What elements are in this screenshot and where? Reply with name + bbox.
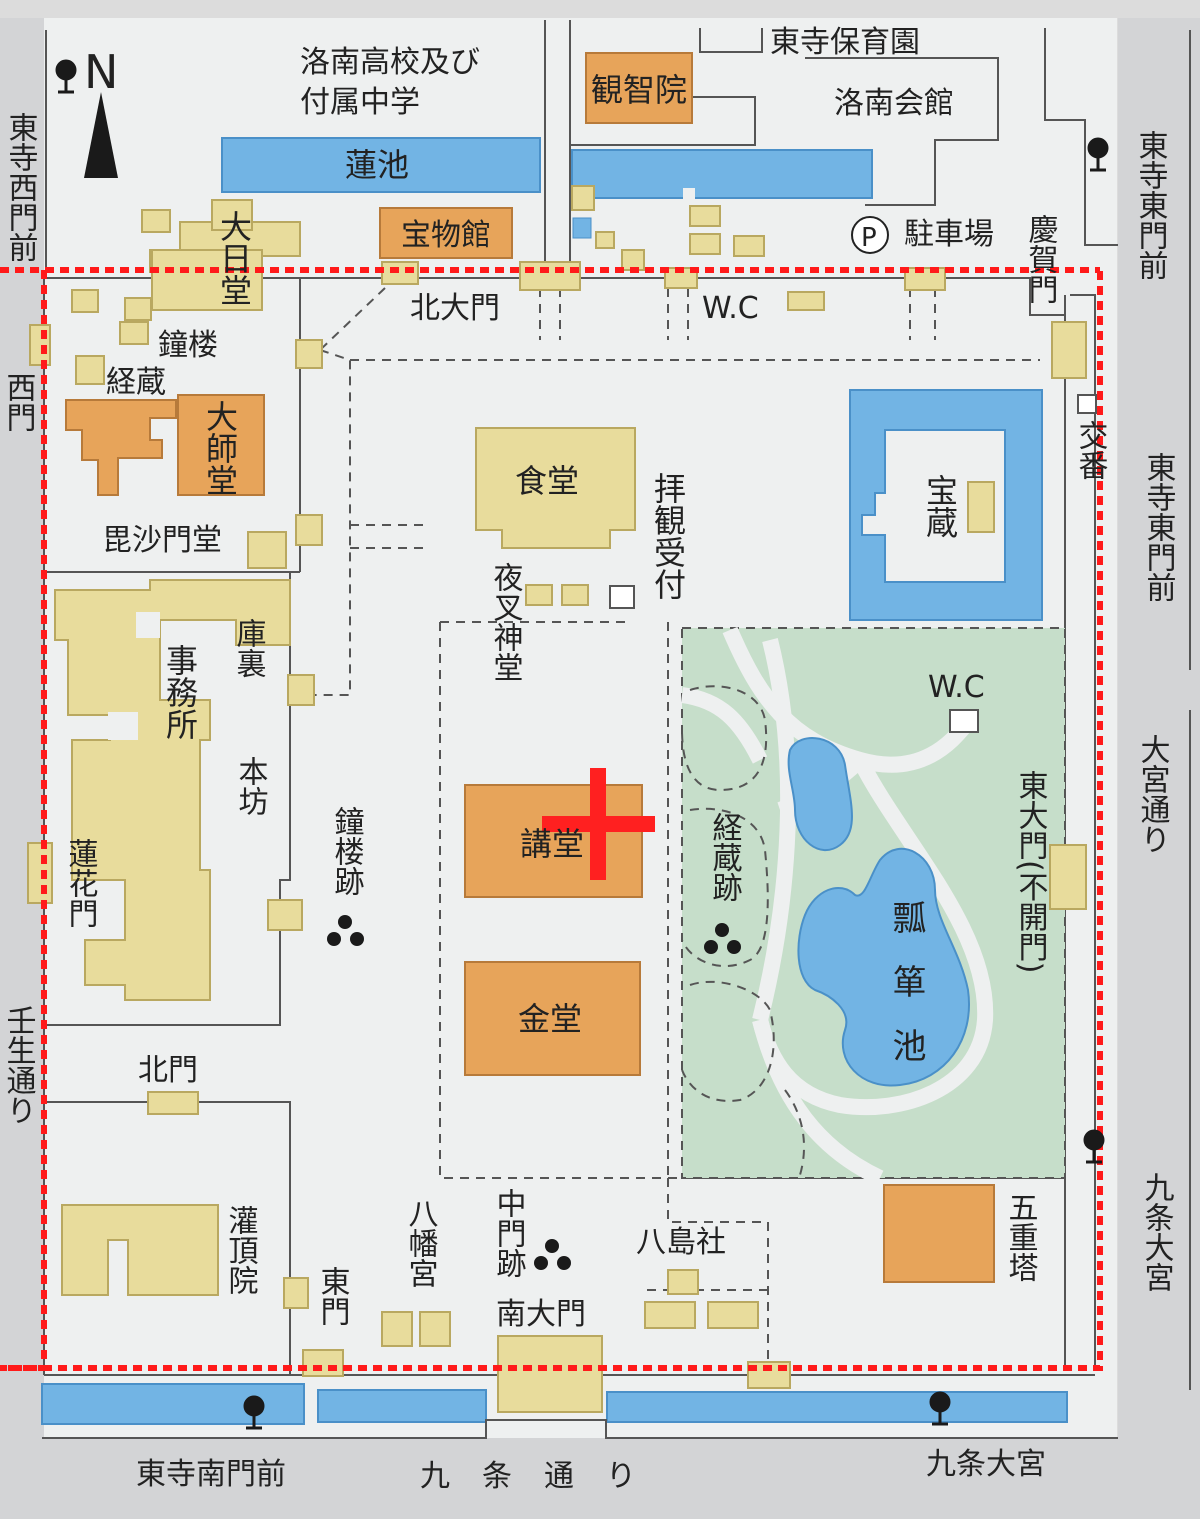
bus-stop-icon [55,59,77,94]
wc-garden-box [949,709,979,733]
treasure-hall-building [379,207,513,259]
houzo-inner-ground [861,429,1006,583]
south-outer-wall [42,1419,1118,1439]
south-moat [41,1383,1068,1425]
lotus-pond-label: 蓮池 [345,146,409,184]
bus-south-label: 東寺南門前 [136,1457,286,1492]
yashajindo-label: 夜叉神堂 [488,562,524,682]
bus-stop-icon [243,1395,265,1430]
kanjoin-label: 灌頂院 [223,1205,258,1295]
west-buildings [27,249,323,931]
gojunoto-label: 五重塔 [1003,1192,1038,1282]
rengemon-label: 蓮花門 [63,838,98,928]
kitadaimon-label: 北大門 [410,291,500,326]
jikido-building [475,427,636,549]
higashimon-gate [283,1277,309,1309]
gojunoto-building [883,1184,995,1283]
east-road [1118,18,1200,1458]
ruins-marker-icon [327,915,364,946]
kujo-dori-label: 九条通り [420,1459,668,1494]
treasure-hall-label: 宝物館 [401,218,491,253]
kodo-label: 講堂 [520,825,584,863]
houzo-label: 宝蔵 [921,474,959,538]
daishido-label: 大師堂 [201,400,239,496]
wc-garden-label: W.C [928,670,985,705]
keigamon-label: 慶賀門 [1023,214,1059,304]
kuri-label: 庫裏 [231,618,267,678]
parking-symbol: P [861,223,877,253]
kitamon-gate [147,1091,199,1115]
lotus-pond [221,137,541,193]
hachimangu-label: 八幡宮 [403,1198,439,1288]
hyotan-label: 瓢箪池 [886,900,926,1092]
school-label-line1: 洛南高校及び [300,45,480,80]
kondo-label: 金堂 [518,1000,582,1038]
kondo-building [464,961,641,1076]
kanchiin-building [585,52,693,124]
small-pond [572,217,592,239]
kyozo-label: 経蔵 [106,365,166,400]
dashed-paths [310,287,1065,1365]
bishamondo-label: 毘沙門堂 [102,523,222,558]
lotus-pond-right [571,149,873,199]
mibu-label: 壬生通り [1,1005,36,1125]
bus-stop-icon [929,1391,951,1426]
target-cross-icon [542,768,655,880]
omiya-label: 大宮通り [1135,734,1170,854]
higashimon-label: 東門 [315,1266,350,1326]
kouban-box [1077,394,1097,414]
parking-label: 駐車場 [904,217,994,252]
honbo-notch-2 [108,712,138,740]
north-outer-area [45,20,1118,270]
kanjoin-building [61,1204,219,1296]
honbo-notch [136,612,160,638]
lotus-pond-notch [683,188,695,200]
kouban-label: 交番 [1073,420,1108,480]
houzo-building [967,481,995,533]
dainichido-label: 大日堂 [215,210,253,306]
daishido-building [65,399,177,496]
bus-west-label: 東寺西門前 [3,112,38,262]
chumonato-label: 中門跡 [491,1188,527,1278]
jimusho-label: 事務所 [161,644,199,740]
wc-north-label: W.C [702,291,759,326]
bus-stop-icon [1083,1129,1105,1164]
higashidaimon-label: 東大門(不開門) [1013,770,1048,973]
jikido-label: 食堂 [515,462,579,500]
kyozoato-label: 経蔵跡 [707,812,743,902]
south-buildings [302,1269,791,1413]
bus-east-mid-label: 東寺東門前 [1141,452,1176,602]
reception-booth [609,585,635,609]
north-label: N [84,45,118,99]
kujo-omiya-bottom-label: 九条大宮 [926,1447,1046,1482]
nursery-label: 東寺保育園 [770,25,920,60]
rakunan-hall-label: 洛南会館 [834,86,954,121]
reception-label: 拝観受付 [649,472,687,600]
kitamon-label: 北門 [138,1053,198,1088]
hyotan-pond [797,847,970,1087]
bus-east-top-label: 東寺東門前 [1133,130,1168,280]
nishimon-label: 西門 [1,372,36,432]
yashajindo-buildings [525,584,589,606]
kujo-omiya-right-label: 九条大宮 [1139,1172,1174,1292]
bus-stop-icon [1087,137,1109,172]
shoro-label: 鐘楼 [158,328,218,363]
daishido-hall [177,394,265,496]
nandaimon-label: 南大門 [496,1297,586,1332]
north-arrow-icon [84,92,118,178]
honbo-label: 本坊 [233,756,268,816]
west-road [0,18,44,1458]
parking-icon [851,216,889,254]
south-road [0,1438,1200,1519]
shoroato-label: 鐘楼跡 [329,806,365,896]
kodo-building [464,784,643,898]
ruins-marker-icon [704,923,741,954]
ruins-marker-icon [534,1239,571,1270]
school-label-line2: 付属中学 [300,85,420,120]
garden-bushes [681,685,806,1176]
yashimasha-label: 八島社 [636,1225,726,1260]
kanchiin-label: 観智院 [591,71,687,109]
pond-small [787,737,853,851]
